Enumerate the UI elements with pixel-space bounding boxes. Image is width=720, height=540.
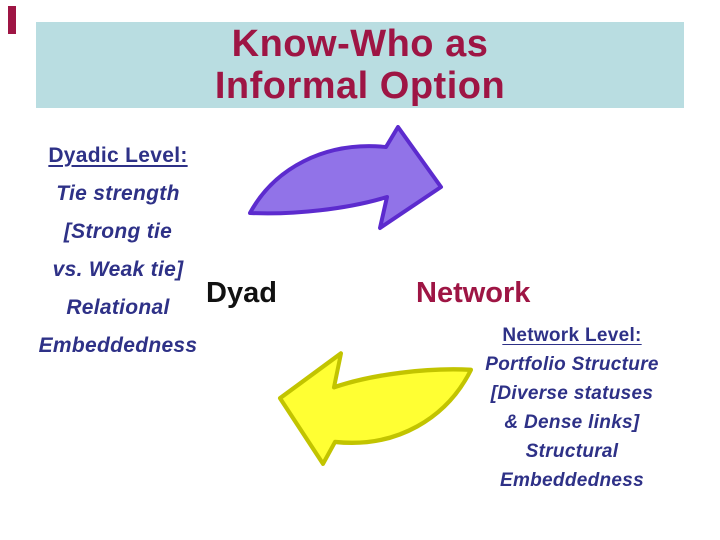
network-line: & Dense links] xyxy=(504,412,640,433)
dyadic-line: [Strong tie xyxy=(63,220,173,243)
network-line: Structural xyxy=(525,441,619,462)
dyadic-level-block: Dyadic Level: Tie strength [Strong tie v… xyxy=(12,137,224,365)
dyadic-level-heading: Dyadic Level: xyxy=(48,144,188,167)
curved-arrow-left-icon xyxy=(278,351,473,466)
dyadic-line: vs. Weak tie] xyxy=(52,258,184,281)
title-banner: Know-Who as Informal Option xyxy=(36,22,684,108)
slide-title-line-1: Know-Who as xyxy=(231,23,489,65)
network-line: [Diverse statuses xyxy=(490,383,654,404)
slide-title-line-2: Informal Option xyxy=(214,65,506,107)
dyad-label: Dyad xyxy=(206,277,277,309)
dyadic-line: Relational xyxy=(66,296,170,319)
corner-accent-bar xyxy=(8,6,16,34)
network-line: Embeddedness xyxy=(499,470,645,491)
dyadic-line: Tie strength xyxy=(56,182,180,205)
network-level-heading: Network Level: xyxy=(502,325,642,346)
dyadic-line: Embeddedness xyxy=(38,334,198,357)
curved-arrow-right-icon xyxy=(248,125,443,230)
network-line: Portfolio Structure xyxy=(485,354,659,375)
network-label: Network xyxy=(416,277,531,309)
network-level-block: Network Level: Portfolio Structure [Dive… xyxy=(428,321,716,495)
